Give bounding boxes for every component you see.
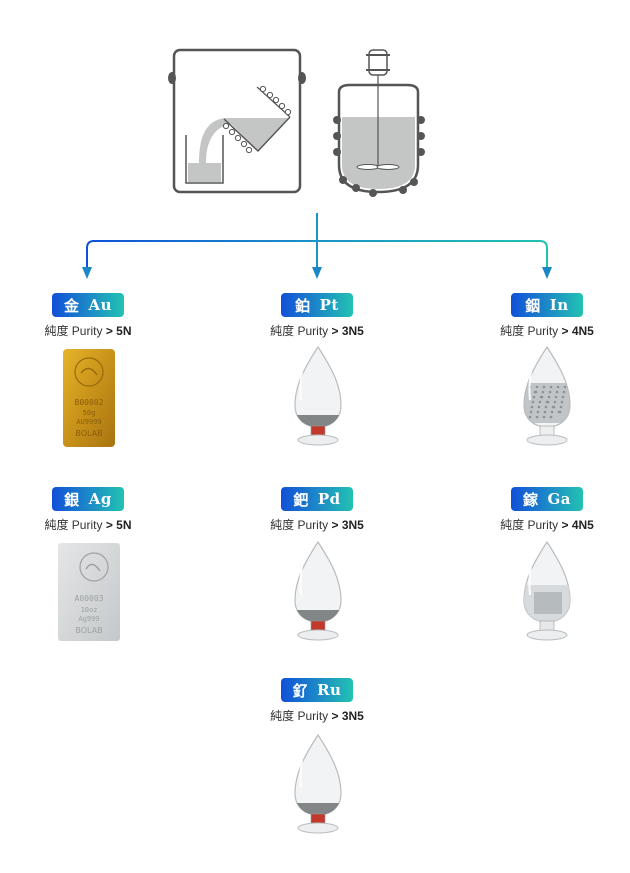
powder-flask-image-ru [294, 733, 342, 834]
badge-symbol: Au [88, 296, 113, 314]
svg-text:BOLAB: BOLAB [75, 626, 102, 635]
svg-text:AU9999: AU9999 [76, 418, 101, 426]
badge-symbol: Pt [319, 296, 339, 314]
powder-flask-image-pd [294, 540, 342, 641]
purity-value: 4N5 [571, 324, 594, 338]
element-badge-ru: 釕 Ru [281, 678, 353, 702]
element-badge-au: 金 Au [52, 293, 124, 317]
badge-chinese: 鈀 [293, 490, 309, 509]
badge-symbol: In [549, 296, 569, 314]
purity-value: 4N5 [571, 518, 594, 532]
purity-label: 純度 Purity [44, 518, 103, 532]
svg-text:10oz: 10oz [81, 606, 98, 614]
arrowhead-center [312, 267, 322, 279]
purity-label: 純度 Purity [270, 709, 329, 723]
purity-label: 純度 Purity [270, 518, 329, 532]
purity-value: 5N [116, 324, 132, 338]
svg-text:Ag999: Ag999 [78, 615, 99, 623]
arrowhead-right [542, 267, 552, 279]
element-badge-ga: 鎵 Ga [511, 487, 583, 511]
purity-ag: 純度 Purity > 5N [44, 518, 132, 532]
branch-line [86, 240, 548, 272]
powder-flask-image-pt [294, 345, 342, 446]
badge-chinese: 銀 [64, 490, 80, 509]
purity-value: 5N [116, 518, 132, 532]
badge-chinese: 鉑 [295, 296, 311, 315]
element-badge-pt: 鉑 Pt [281, 293, 353, 317]
melting-furnace-icon [168, 48, 306, 194]
silver-bar-image: A00003 10oz Ag999 BOLAB [58, 543, 120, 641]
badge-symbol: Ru [317, 681, 342, 699]
arrowhead-left [82, 267, 92, 279]
svg-text:BOLAB: BOLAB [75, 429, 102, 438]
svg-text:B00002: B00002 [75, 398, 104, 407]
badge-chinese: 銦 [525, 296, 541, 315]
badge-chinese: 鎵 [522, 490, 539, 509]
purity-label: 純度 Purity [500, 324, 559, 338]
badge-chinese: 金 [63, 296, 80, 315]
badge-symbol: Pd [317, 490, 341, 508]
element-badge-in: 銦 In [511, 293, 583, 317]
purity-pd: 純度 Purity > 3N5 [270, 518, 364, 532]
purity-pt: 純度 Purity > 3N5 [270, 324, 364, 338]
purity-label: 純度 Purity [270, 324, 329, 338]
svg-text:50g: 50g [83, 409, 96, 417]
stirred-reactor-icon [333, 49, 425, 197]
badge-symbol: Ga [547, 490, 572, 508]
liquid-flask-image-ga [523, 540, 571, 641]
purity-value: 3N5 [341, 518, 364, 532]
element-badge-ag: 銀 Ag [52, 487, 124, 511]
purity-label: 純度 Purity [500, 518, 559, 532]
element-badge-pd: 鈀 Pd [281, 487, 353, 511]
granule-flask-image-in [523, 345, 571, 446]
purity-label: 純度 Purity [44, 324, 103, 338]
purity-value: 3N5 [341, 324, 364, 338]
flow-arrows [82, 213, 552, 279]
purity-ru: 純度 Purity > 3N5 [270, 709, 364, 723]
purity-value: 3N5 [341, 709, 364, 723]
badge-symbol: Ag [88, 490, 112, 508]
svg-text:A00003: A00003 [75, 594, 104, 603]
badge-chinese: 釕 [292, 681, 309, 700]
purity-in: 純度 Purity > 4N5 [500, 324, 594, 338]
purity-ga: 純度 Purity > 4N5 [500, 518, 594, 532]
purity-au: 純度 Purity > 5N [44, 324, 132, 338]
process-diagram [82, 48, 552, 279]
gold-bar-image: B00002 50g AU9999 BOLAB [63, 349, 115, 447]
